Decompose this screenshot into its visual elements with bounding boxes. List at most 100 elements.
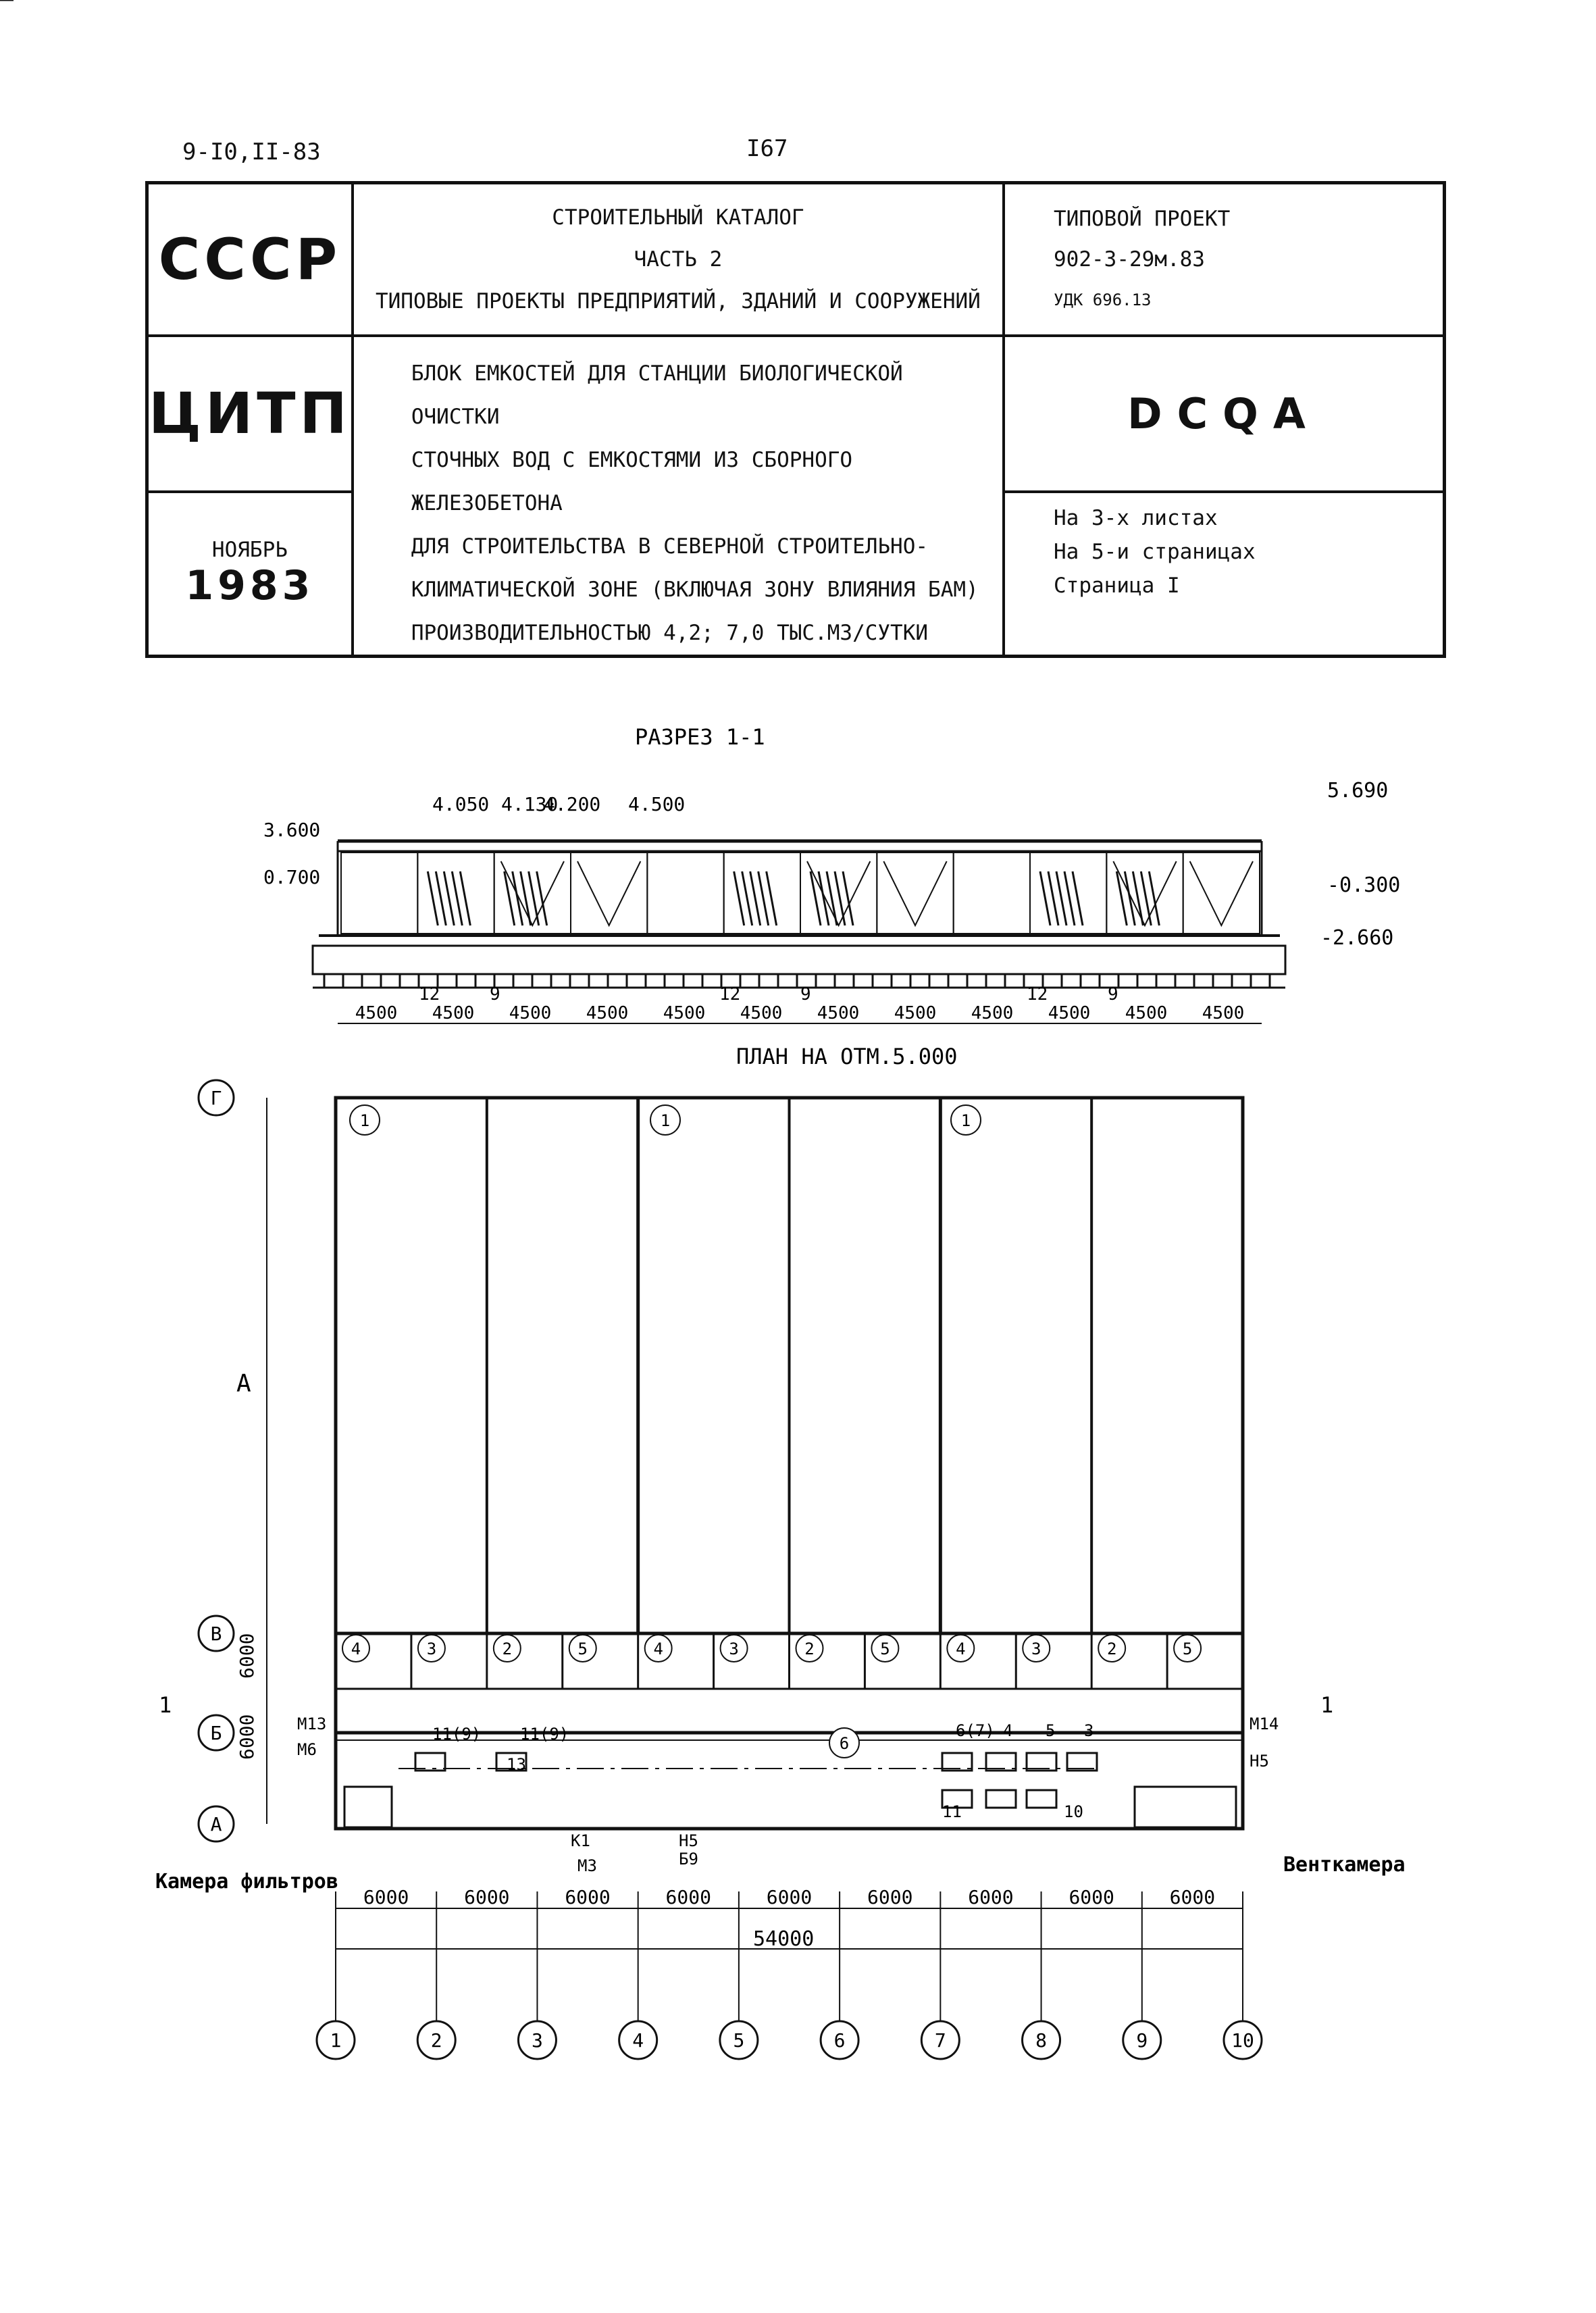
section-span-label: 4500 xyxy=(740,1003,783,1023)
section-span-label: 4500 xyxy=(586,1003,629,1023)
col-axis-label: 2 xyxy=(431,2029,442,2052)
catalog-line: ЧАСТЬ 2 xyxy=(634,247,723,272)
description-line: ПРОИЗВОДИТЕЛЬНОСТЬЮ 4,2; 7,0 ТЫС.М3/СУТК… xyxy=(411,620,929,645)
row-axis-bubble xyxy=(197,1714,235,1752)
total-dimension: 54000 xyxy=(753,1927,814,1951)
tank-label-bubble xyxy=(349,1104,380,1136)
section-callout: 12 xyxy=(1027,984,1048,1005)
media-lamella xyxy=(1123,871,1136,926)
tank-label: 1 xyxy=(961,1111,971,1130)
section-callout: 12 xyxy=(719,984,740,1005)
tank-section xyxy=(876,852,954,934)
cell-label-bubble xyxy=(492,1634,521,1662)
corridor-label-bubble xyxy=(829,1727,860,1758)
media-lamella xyxy=(442,871,455,926)
tank-section xyxy=(952,852,1031,934)
cell-label-bubble xyxy=(1098,1634,1127,1662)
cell-label: 4 xyxy=(956,1640,965,1658)
plan-title: ПЛАН НА ОТМ.5.000 xyxy=(736,1044,958,1069)
equipment-label: 3 xyxy=(1084,1721,1093,1740)
description-line: ДЛЯ СТРОИТЕЛЬСТВА В СЕВЕРНОЙ СТРОИТЕЛЬНО… xyxy=(411,534,929,559)
description-line: КЛИМАТИЧЕСКОЙ ЗОНЕ (ВКЛЮЧАЯ ЗОНУ ВЛИЯНИЯ… xyxy=(411,577,979,602)
media-lamella xyxy=(765,871,778,926)
label-m13: М13 xyxy=(297,1714,326,1733)
label-b9: Б9 xyxy=(679,1850,698,1869)
udk-code: УДК 696.13 xyxy=(1054,290,1152,309)
cell-label-bubble xyxy=(644,1634,673,1662)
media-lamella xyxy=(1047,871,1060,926)
camera-filters-label: Камера фильтров xyxy=(155,1870,338,1893)
plan-span-label: 6000 xyxy=(1170,1886,1215,1908)
equipment-block xyxy=(1066,1752,1098,1772)
media-lamella xyxy=(426,871,439,926)
project-number: 902-3-29м.83 xyxy=(1054,247,1205,272)
mark-4500: 4.500 xyxy=(628,793,685,815)
cell-label-bubble xyxy=(719,1634,748,1662)
media-lamella xyxy=(511,871,524,926)
col-axis-label: 3 xyxy=(532,2029,543,2052)
current-page: Страница I xyxy=(1054,573,1180,598)
media-lamella xyxy=(733,871,746,926)
cell-label-bubble xyxy=(342,1634,370,1662)
equipment-block xyxy=(1025,1752,1058,1772)
section-span-label: 4500 xyxy=(663,1003,706,1023)
plan-span-label: 6000 xyxy=(363,1886,409,1908)
section-span-label: 4500 xyxy=(971,1003,1014,1023)
row-axis-label: Г xyxy=(211,1087,222,1109)
col-axis-label: 10 xyxy=(1231,2029,1254,2052)
equipment-label: 10 xyxy=(1064,1802,1083,1821)
plan-span-label: 6000 xyxy=(464,1886,509,1908)
plan-span-label: 6000 xyxy=(867,1886,912,1908)
equipment-block xyxy=(985,1789,1017,1809)
description-cell: БЛОК ЕМКОСТЕЙ ДЛЯ СТАНЦИИ БИОЛОГИЧЕСКОЙ … xyxy=(351,334,1006,657)
camera-filters-text: Камера фильтров xyxy=(155,1870,338,1893)
label-k1: К1 xyxy=(571,1831,590,1850)
tank-label: 1 xyxy=(360,1111,369,1130)
cell-label: 5 xyxy=(578,1640,588,1658)
media-lamella xyxy=(842,871,854,926)
section-span-label: 4500 xyxy=(432,1003,475,1023)
row-axis-label: А xyxy=(211,1813,222,1835)
plan-span-label: 6000 xyxy=(1069,1886,1114,1908)
section-span-label: 4500 xyxy=(355,1003,398,1023)
media-lamella xyxy=(1131,871,1144,926)
dimension-a: A xyxy=(236,1370,251,1398)
media-lamella xyxy=(741,871,754,926)
mark-4130: 4.130 xyxy=(501,793,558,815)
plan-span-label: 6000 xyxy=(565,1886,610,1908)
equipment-block xyxy=(941,1752,973,1772)
plan-span-label: 6000 xyxy=(666,1886,711,1908)
level-top: 5.690 xyxy=(1327,779,1388,803)
level-left-lower: 0.700 xyxy=(263,866,320,888)
filter-chamber xyxy=(343,1785,393,1829)
section-drawing xyxy=(0,0,1287,989)
cell-label: 5 xyxy=(880,1640,890,1658)
row-axis-label: Б xyxy=(211,1722,222,1744)
media-lamella xyxy=(1148,871,1160,926)
hopper-shape xyxy=(577,861,642,927)
project-cell: ТИПОВОЙ ПРОЕКТ 902-3-29м.83 УДК 696.13 xyxy=(1002,181,1446,337)
page-count: На 5-и страницах xyxy=(1054,539,1256,564)
media-lamella xyxy=(1055,871,1068,926)
cell-label: 3 xyxy=(427,1640,436,1658)
description-line: СТОЧНЫХ ВОД С ЕМКОСТЯМИ ИЗ СБОРНОГО ЖЕЛЕ… xyxy=(411,447,853,515)
equipment-block xyxy=(414,1752,446,1772)
hopper-shape xyxy=(806,861,871,927)
sheet-count: На 3-х листах xyxy=(1054,505,1218,530)
document-code: 9-I0,II-83 xyxy=(182,138,321,166)
classifier-cell: DCQA xyxy=(1002,334,1446,493)
mark-4050: 4.050 xyxy=(432,793,489,815)
tank-label-bubble xyxy=(650,1104,681,1136)
col-axis-label: 8 xyxy=(1035,2029,1047,2052)
media-lamella xyxy=(1115,871,1128,926)
label-m14: М14 xyxy=(1250,1714,1279,1733)
tank-section xyxy=(646,852,725,934)
media-lamella xyxy=(459,871,471,926)
media-lamella xyxy=(527,871,540,926)
dim-vertical-lower: 6000 xyxy=(236,1714,258,1760)
hopper-shape xyxy=(1189,861,1254,927)
cell-label-bubble xyxy=(1022,1634,1051,1662)
media-lamella xyxy=(809,871,822,926)
section-span-label: 4500 xyxy=(1125,1003,1168,1023)
media-lamella xyxy=(833,871,846,926)
